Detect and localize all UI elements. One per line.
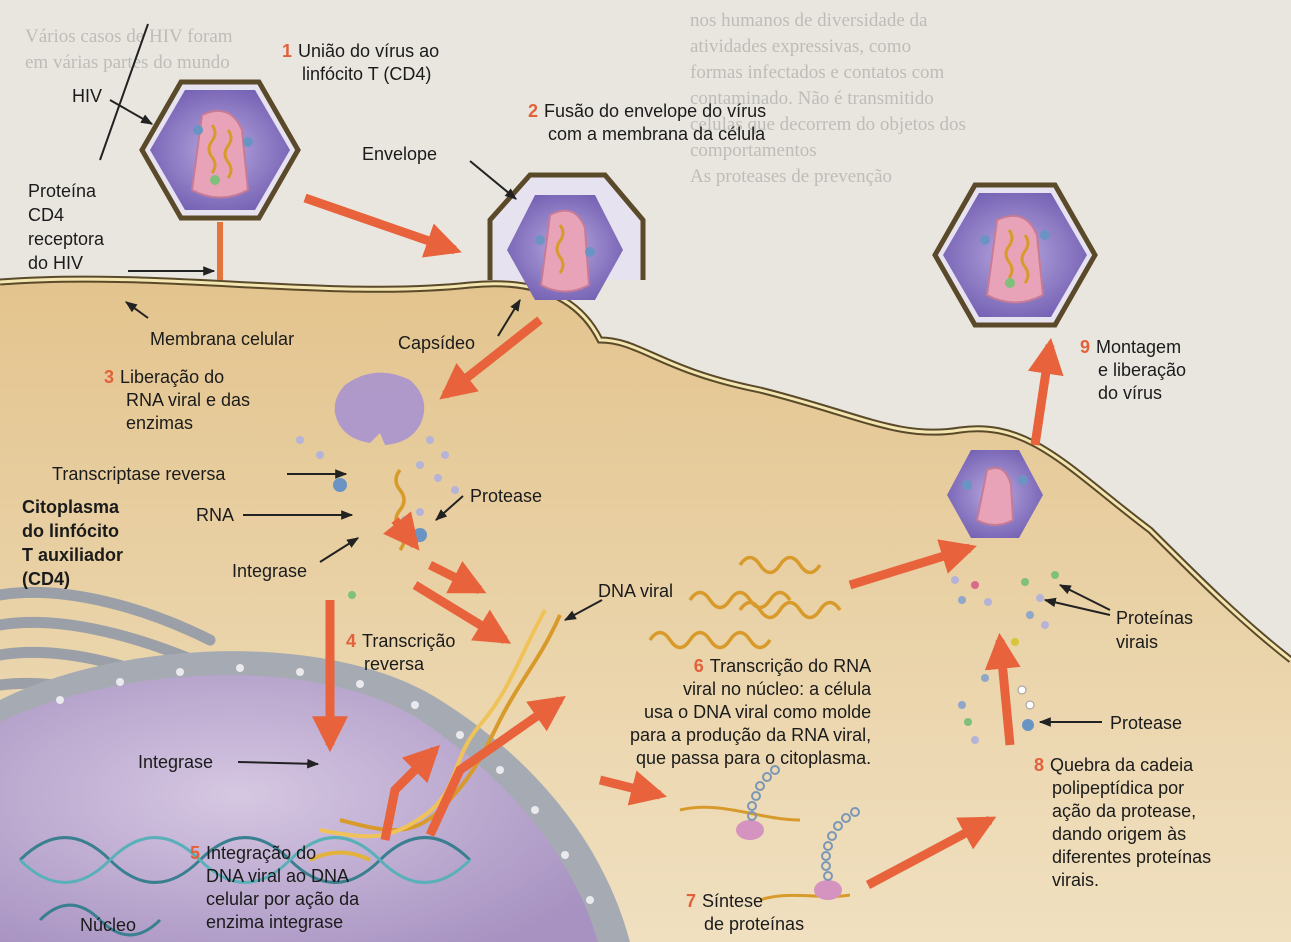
label-cytoplasm-1: Citoplasma <box>22 496 119 519</box>
step-1: 1 União do vírus ao linfócito T (CD4) <box>282 40 439 86</box>
step-5-line-4: enzima integrase <box>206 912 343 932</box>
label-capsid: Capsídeo <box>398 332 475 355</box>
label-rna: RNA <box>196 504 234 527</box>
step-7-line-1: Síntese <box>702 891 763 911</box>
step-1-line-2: linfócito T (CD4) <box>302 64 431 84</box>
step-8-line-5: diferentes proteínas <box>1052 847 1211 867</box>
label-cytoplasm-4: (CD4) <box>22 568 70 591</box>
hiv-virion-free <box>142 82 298 218</box>
step-9-number: 9 <box>1080 337 1090 357</box>
label-cytoplasm-3: T auxiliador <box>22 544 123 567</box>
step-7-line-2: de proteínas <box>704 914 804 934</box>
step-6-line-5: que passa para o citoplasma. <box>636 748 871 768</box>
label-nucleus: Núcleo <box>80 914 136 937</box>
step-6: 6 Transcrição do RNA viral no núcleo: a c… <box>630 655 871 770</box>
step-8-line-2: polipeptídica por <box>1052 778 1184 798</box>
step-4-line-1: Transcrição <box>362 631 455 651</box>
label-reverse-transcriptase: Transcriptase reversa <box>52 463 225 486</box>
step-8-line-3: ação da protease, <box>1052 801 1196 821</box>
step-6-line-4: para a produção da RNA viral, <box>630 725 871 745</box>
step-3-number: 3 <box>104 367 114 387</box>
label-protease-top: Protease <box>470 485 542 508</box>
label-cd4-receptor-2: CD4 <box>28 204 64 227</box>
step-8-line-4: dando origem às <box>1052 824 1186 844</box>
label-protease-bottom: Protease <box>1110 712 1182 735</box>
step-9: 9 Montagem e liberação do vírus <box>1080 336 1186 405</box>
label-cd4-receptor-4: do HIV <box>28 252 83 275</box>
step-8-number: 8 <box>1034 755 1044 775</box>
label-cytoplasm-2: do linfócito <box>22 520 119 543</box>
step-7: 7 Síntese de proteínas <box>686 890 804 936</box>
step-2: 2 Fusão do envelope do vírus com a membra… <box>528 100 766 146</box>
label-hiv: HIV <box>72 85 102 108</box>
step-3: 3 Liberação do RNA viral e das enzimas <box>104 366 250 435</box>
label-integrase-top: Integrase <box>232 560 307 583</box>
step-6-line-2: viral no núcleo: a célula <box>683 679 871 699</box>
step-2-line-1: Fusão do envelope do vírus <box>544 101 766 121</box>
label-viral-dna: DNA viral <box>598 580 673 603</box>
label-integrase-bottom: Integrase <box>138 751 213 774</box>
step-3-line-2: RNA viral e das <box>126 390 250 410</box>
step-3-line-3: enzimas <box>126 413 193 433</box>
step-1-line-1: União do vírus ao <box>298 41 439 61</box>
step-5-line-1: Integração do <box>206 843 316 863</box>
step-4-number: 4 <box>346 631 356 651</box>
hiv-virion-released <box>935 185 1095 325</box>
step-8: 8 Quebra da cadeia polipeptídica por ação… <box>1034 754 1211 892</box>
step-8-line-1: Quebra da cadeia <box>1050 755 1193 775</box>
step-4-line-2: reversa <box>364 654 424 674</box>
step-3-line-1: Liberação do <box>120 367 224 387</box>
label-viral-proteins-1: Proteínas <box>1116 607 1193 630</box>
step-2-number: 2 <box>528 101 538 121</box>
step-9-line-2: e liberação <box>1098 360 1186 380</box>
step-6-number: 6 <box>694 656 704 676</box>
label-cd4-receptor-3: receptora <box>28 228 104 251</box>
step-4: 4 Transcrição reversa <box>346 630 455 676</box>
label-viral-proteins-2: virais <box>1116 631 1158 654</box>
step-9-line-1: Montagem <box>1096 337 1181 357</box>
step-6-line-1: Transcrição do RNA <box>710 656 871 676</box>
step-5: 5 Integração do DNA viral ao DNA celular … <box>190 842 359 934</box>
step-5-line-2: DNA viral ao DNA <box>206 866 349 886</box>
step-9-line-3: do vírus <box>1098 383 1162 403</box>
step-2-line-2: com a membrana da célula <box>548 124 765 144</box>
step-5-number: 5 <box>190 843 200 863</box>
step-6-line-3: usa o DNA viral como molde <box>644 702 871 722</box>
label-cd4-receptor-1: Proteína <box>28 180 96 203</box>
label-cell-membrane: Membrana celular <box>150 328 294 351</box>
step-7-number: 7 <box>686 891 696 911</box>
label-envelope: Envelope <box>362 143 437 166</box>
step-5-line-3: celular por ação da <box>206 889 359 909</box>
step-8-line-6: virais. <box>1052 870 1099 890</box>
step-1-number: 1 <box>282 41 292 61</box>
